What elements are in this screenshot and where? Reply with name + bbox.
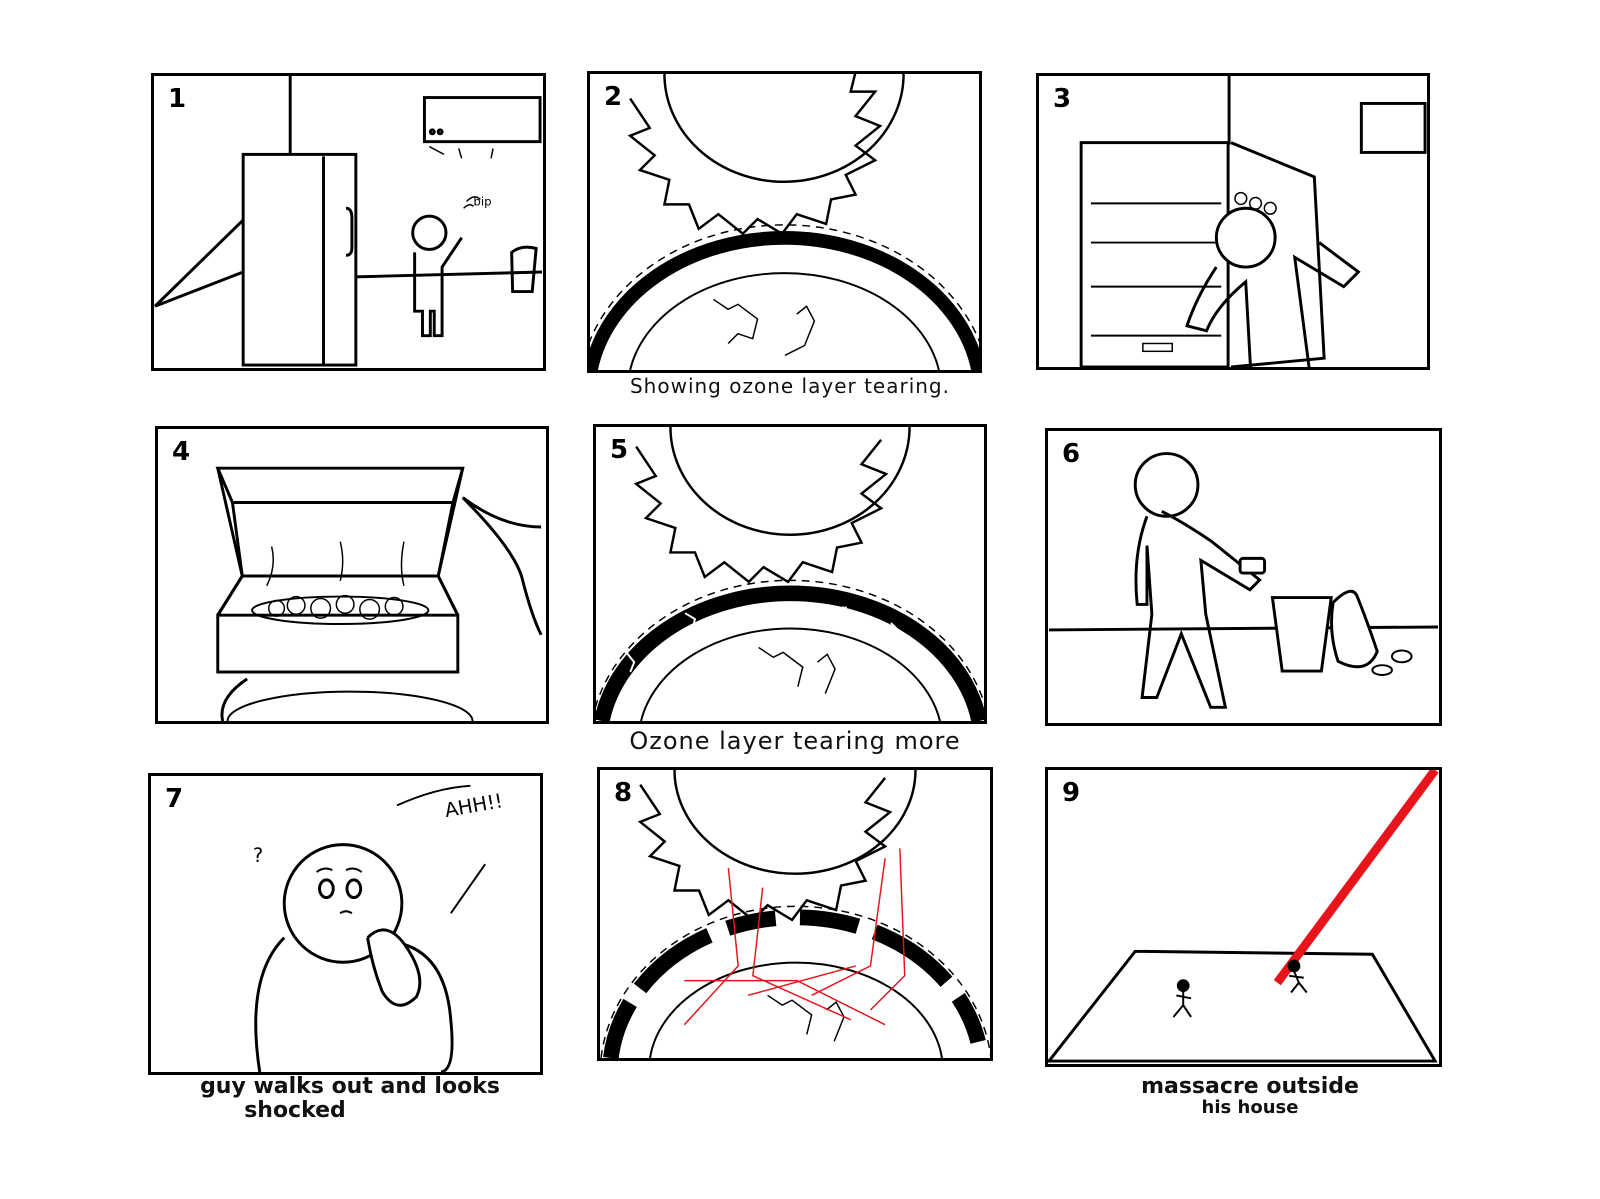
panel-3: 3: [1036, 73, 1430, 370]
panel-number: 8: [614, 778, 633, 808]
panel-2-drawing: [590, 74, 979, 370]
ozone-label: Ozone layer: [768, 602, 847, 616]
sound-text: bip: [473, 194, 491, 208]
panel-6-drawing: [1048, 452, 1439, 709]
panel-number: 2: [604, 82, 623, 112]
panel-number: 7: [165, 784, 184, 814]
panel-9-drawing: [1048, 770, 1439, 1063]
caption-panel-7: guy walks out and looks shocked: [190, 1075, 510, 1123]
panel-5: 5 Ozone layer: [593, 424, 987, 724]
panel-6: 6: [1045, 428, 1442, 726]
panel-number: 3: [1053, 84, 1072, 114]
svg-text:Ozone layer: Ozone layer: [768, 602, 847, 616]
caption-panel-7-line-1: guy walks out and looks: [200, 1074, 500, 1099]
caption-panel-7-line-2: shocked: [244, 1098, 346, 1123]
panel-1-drawing: [154, 76, 543, 367]
caption-panel-9-line-1: massacre outside: [1141, 1074, 1359, 1099]
panel-1: 1 bip: [151, 73, 546, 371]
panel-3-drawing: [1079, 76, 1427, 367]
svg-text:Ozone layer: Ozone layer: [765, 251, 844, 265]
panel-8: 8 Ozone layer: [597, 767, 993, 1061]
panel-number: 4: [172, 437, 191, 467]
panel-7-text: AHH!! ?: [253, 789, 505, 867]
panel-number: 5: [610, 435, 629, 465]
panel-5-drawing: [596, 427, 984, 721]
panel-9: 9: [1045, 767, 1442, 1067]
svg-text:?: ?: [253, 844, 263, 867]
panel-7-drawing: [254, 784, 486, 1072]
panel-number: 6: [1062, 439, 1081, 469]
panel-number: 9: [1062, 778, 1081, 808]
svg-text:bip: bip: [473, 194, 491, 208]
panel-number: 1: [168, 84, 187, 114]
caption-panel-5: Ozone layer tearing more: [629, 727, 961, 755]
caption-panel-9-line-2: his house: [1201, 1097, 1299, 1118]
panel-8-drawing: [600, 770, 990, 1058]
caption-panel-2: Showing ozone layer tearing.: [629, 374, 950, 398]
ozone-label: Ozone layer: [777, 943, 856, 957]
svg-text:AHH!!: AHH!!: [443, 789, 505, 822]
caption-panel-9: massacre outside his house: [1110, 1075, 1390, 1117]
ozone-label: Ozone layer: [765, 251, 844, 265]
panel-4-drawing: [215, 466, 543, 721]
panel-2: 2 Ozone layer: [587, 71, 982, 373]
panel-4: 4: [155, 426, 549, 724]
panel-7: 7 AHH!! ?: [148, 773, 543, 1075]
svg-text:Ozone layer: Ozone layer: [777, 943, 856, 957]
